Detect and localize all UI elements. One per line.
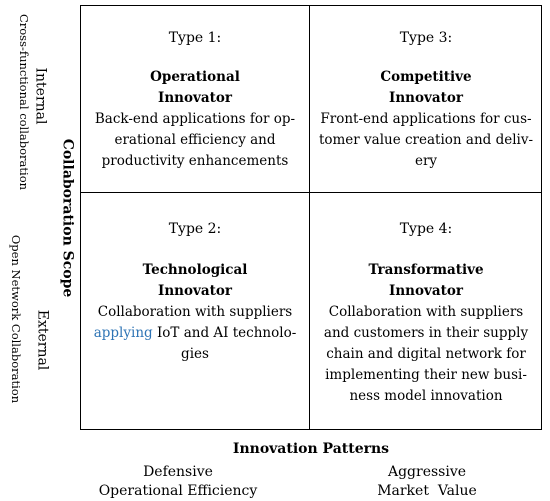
quadrant-name-line: Innovator — [389, 283, 463, 299]
quadrant-name: Technological Innovator — [87, 260, 303, 302]
description-line: ness model innovation — [349, 388, 503, 404]
quadrant-name-line: Innovator — [389, 90, 463, 106]
x-axis-right-line: Aggressive — [387, 464, 467, 480]
quadrant-type-4: Type 4: Transformative Innovator Collabo… — [310, 193, 542, 430]
x-axis-left-line: Defensive — [143, 464, 213, 480]
x-axis-left-label: Defensive Operational Efficiency — [98, 463, 258, 501]
y-axis-title: Collaboration Scope — [59, 138, 76, 298]
x-axis-right-line: Market Value — [377, 483, 477, 499]
description-line: productivity enhancements — [101, 153, 289, 169]
description-line: gies — [181, 346, 209, 362]
x-axis-left-line: Operational Efficiency — [98, 483, 258, 499]
highlighted-word: applying — [93, 325, 153, 341]
description-line: and customers in their supply — [323, 325, 529, 341]
quadrant-type-2: Type 2: Technological Innovator Collabor… — [81, 193, 309, 430]
quadrant-name-line: Innovator — [158, 283, 232, 299]
description-line: tomer value creation and deliv- — [318, 132, 534, 148]
quadrant-type-label: Type 4: — [399, 221, 453, 237]
description-line: erational efficiency and — [114, 132, 276, 148]
quadrant-description: Collaboration with suppliers applying Io… — [87, 302, 303, 365]
quadrant-type-label: Type 2: — [168, 221, 222, 237]
description-line: Back-end applications for op- — [94, 111, 296, 127]
quadrant-name: Operational Innovator — [87, 67, 303, 109]
description-line: Front-end applications for cus- — [320, 111, 532, 127]
x-axis-title: Innovation Patterns — [232, 441, 390, 457]
quadrant-name-line: Innovator — [158, 90, 232, 106]
quadrant-name-line: Transformative — [368, 262, 484, 278]
quadrant-name-line: Operational — [150, 69, 240, 85]
quadrant-type-label: Type 1: — [168, 30, 222, 46]
description-line: implementing their new busi- — [325, 367, 527, 383]
y-axis-bottom-label: External — [34, 309, 51, 371]
description-line: Collaboration with suppliers — [97, 304, 293, 320]
vertical-divider — [309, 6, 310, 429]
quadrant-description: Back-end applications for op- erational … — [87, 109, 303, 172]
quadrant-description: Collaboration with suppliers and custome… — [316, 302, 536, 407]
description-line: chain and digital network for — [326, 346, 526, 362]
quadrant-type-1: Type 1: Operational Innovator Back-end a… — [81, 6, 309, 192]
description-line: ery — [414, 153, 438, 169]
y-axis-top-label: Internal — [32, 67, 49, 125]
quadrant-name-line: Technological — [142, 262, 248, 278]
horizontal-divider — [81, 192, 541, 193]
quadrant-grid: Type 1: Operational Innovator Back-end a… — [80, 5, 542, 430]
quadrant-type-3: Type 3: Competitive Innovator Front-end … — [310, 6, 542, 192]
y-axis-bottom-sublabel: Open Network Collaboration — [9, 234, 24, 404]
x-axis-right-label: Aggressive Market Value — [362, 463, 492, 501]
description-line: IoT and AI technolo- — [156, 325, 297, 341]
quadrant-name: Competitive Innovator — [316, 67, 536, 109]
description-line: Collaboration with suppliers — [328, 304, 524, 320]
y-axis-top-sublabel: Cross-functional collaboration — [17, 13, 32, 191]
quadrant-description: Front-end applications for cus- tomer va… — [316, 109, 536, 172]
quadrant-name: Transformative Innovator — [316, 260, 536, 302]
quadrant-type-label: Type 3: — [399, 30, 453, 46]
quadrant-name-line: Competitive — [380, 69, 472, 85]
